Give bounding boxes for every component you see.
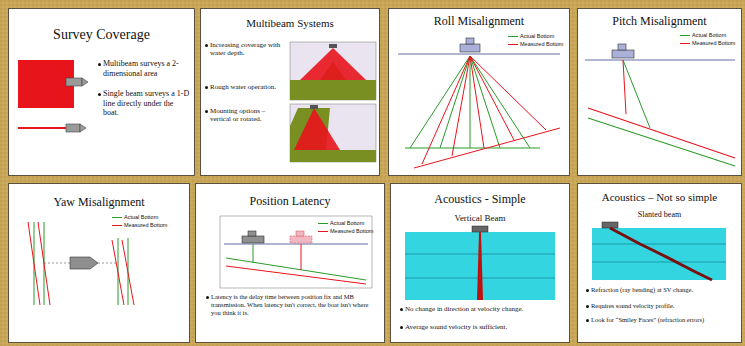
- legend-line-sample: [508, 36, 518, 37]
- legend-text: Actual Bottom: [124, 214, 158, 220]
- slide-panel: Acoustics - SimpleVertical Beam No change…: [390, 183, 570, 343]
- legend-entry: Measured Bottom: [112, 222, 167, 228]
- bullet-dot: [205, 110, 208, 113]
- legend-line-sample: [112, 217, 122, 218]
- slide-title: Multibeam Systems: [201, 17, 379, 30]
- slide-title: Survey Coverage: [9, 27, 194, 44]
- legend-line-sample: [318, 231, 328, 232]
- legend-line-sample: [680, 43, 690, 44]
- bullet-text: Mounting options – vertical or rotated.: [210, 107, 286, 124]
- bullet-dot: [586, 305, 589, 308]
- slide-title: Position Latency: [196, 194, 384, 208]
- bullet-dot: [586, 289, 589, 292]
- legend-line-sample: [112, 225, 122, 226]
- bullet-dot: [586, 319, 589, 322]
- bullet-dot: [206, 296, 209, 299]
- legend-entry: Actual Bottom: [112, 214, 158, 220]
- legend-text: Actual Bottom: [330, 220, 364, 226]
- bullet-dot: [400, 326, 403, 329]
- legend-line-sample: [318, 223, 328, 224]
- bullet-text: Single beam surveys a 1-D line directly …: [103, 89, 191, 118]
- legend-entry: Measured Bottom: [508, 41, 563, 47]
- slide-title: Pitch Misalignment: [578, 14, 741, 28]
- slide-subtitle: Vertical Beam: [391, 213, 569, 224]
- legend-text: Actual Bottom: [520, 33, 554, 39]
- legend-line-sample: [680, 35, 690, 36]
- legend-text: Measured Bottom: [330, 228, 373, 234]
- slide-panel: Multibeam SystemsIncreasing coverage wit…: [200, 8, 380, 176]
- slide-title: Acoustics - Simple: [391, 192, 569, 206]
- bullet-dot: [205, 86, 208, 89]
- legend-text: Measured Bottom: [520, 41, 563, 47]
- slide-panel: Acoustics – Not so simpleSlanted beamRef…: [577, 183, 742, 343]
- slide-panel: Survey CoverageMultibeam surveys a 2-dim…: [8, 8, 195, 176]
- slide-title: Acoustics – Not so simple: [578, 191, 741, 204]
- bullet-dot: [400, 308, 403, 311]
- bullet-text: Look for “Smiley Faces” (refraction erro…: [591, 316, 735, 324]
- slide-subtitle: Slanted beam: [578, 210, 741, 220]
- legend-text: Measured Bottom: [124, 222, 167, 228]
- legend-text: Measured Bottom: [692, 40, 735, 46]
- legend-text: Actual Bottom: [692, 32, 726, 38]
- bullet-text: Average sound velocity is sufficient.: [405, 323, 563, 331]
- bullet-dot: [205, 44, 208, 47]
- legend-entry: Measured Bottom: [318, 228, 373, 234]
- slide-panel: Position LatencyLatency is the delay tim…: [195, 183, 385, 343]
- bullet-dot: [98, 93, 101, 96]
- bullet-text: Rough water operation.: [210, 83, 286, 91]
- slide-panel: Yaw Misalignment: [8, 183, 190, 343]
- bullet-text: Refraction (ray bending) at SV change.: [591, 286, 735, 294]
- bullet-text: Increasing coverage with water depth.: [210, 41, 286, 58]
- bullet-text: Latency is the delay time between positi…: [211, 293, 377, 316]
- legend-entry: Actual Bottom: [680, 32, 726, 38]
- legend-entry: Measured Bottom: [680, 40, 735, 46]
- bullet-text: Multibeam surveys a 2-dimensional area: [103, 59, 191, 78]
- bullet-text: Requires sound velocity profile.: [591, 302, 735, 310]
- bullet-dot: [98, 63, 101, 66]
- legend-entry: Actual Bottom: [318, 220, 364, 226]
- legend-entry: Actual Bottom: [508, 33, 554, 39]
- bullet-text: No change in direction at velocity chang…: [405, 305, 563, 313]
- legend-line-sample: [508, 44, 518, 45]
- slide-title: Roll Misalignment: [389, 14, 569, 28]
- slide-title: Yaw Misalignment: [9, 195, 189, 209]
